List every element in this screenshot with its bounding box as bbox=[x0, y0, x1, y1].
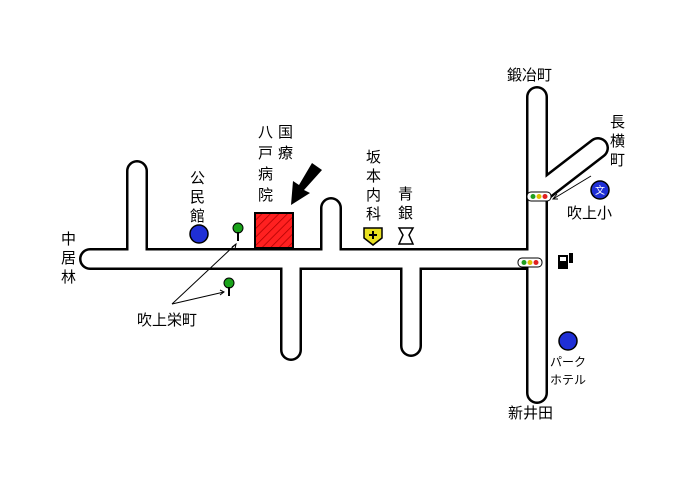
hospital-label-c3: 病 bbox=[258, 165, 273, 183]
clinic-badge-icon bbox=[363, 227, 383, 246]
hospital-label-c6: 療 bbox=[278, 144, 293, 162]
clinic-label: 坂 本 内 科 bbox=[366, 148, 381, 223]
park-hotel-label-2: ホテル bbox=[550, 373, 586, 387]
svg-text:内: 内 bbox=[366, 186, 381, 204]
svg-text:本: 本 bbox=[366, 167, 381, 185]
nakaibayashi-label: 中 居 林 bbox=[61, 230, 76, 286]
bank-label: 青 銀 bbox=[398, 185, 413, 222]
tree-icon bbox=[232, 222, 244, 241]
bank-icon bbox=[397, 227, 415, 245]
hospital-label: 八 戸 病 院 国 療 bbox=[258, 123, 293, 204]
svg-text:町: 町 bbox=[610, 151, 625, 169]
svg-text:銀: 銀 bbox=[398, 204, 413, 222]
tree-icon bbox=[223, 277, 235, 296]
traffic-signal-icon bbox=[526, 191, 552, 202]
svg-text:林: 林 bbox=[61, 268, 76, 286]
school-symbol: 文 bbox=[595, 184, 605, 197]
svg-text:中: 中 bbox=[61, 230, 76, 248]
arrow-pointer-icon bbox=[291, 163, 322, 205]
hospital-label-c4: 院 bbox=[258, 186, 273, 204]
kominkan-marker bbox=[189, 224, 209, 244]
svg-text:長: 長 bbox=[610, 113, 625, 131]
hospital-label-c1: 八 bbox=[258, 123, 273, 141]
fukiage-sho-label: 吹上小 bbox=[567, 204, 612, 222]
svg-text:青: 青 bbox=[398, 185, 413, 203]
svg-text:居: 居 bbox=[61, 249, 76, 267]
nagayokocho-label: 長 横 町 bbox=[610, 113, 625, 169]
hospital-label-c5: 国 bbox=[278, 123, 293, 141]
road-network bbox=[79, 86, 609, 404]
shinida-label: 新井田 bbox=[508, 404, 553, 422]
hotel-marker bbox=[558, 331, 578, 351]
svg-text:館: 館 bbox=[190, 207, 205, 225]
fukiage-sakae-pointers bbox=[171, 242, 237, 305]
park-hotel-label-1: パーク bbox=[550, 355, 586, 369]
svg-text:横: 横 bbox=[610, 132, 625, 150]
fukiage-sakae-label: 吹上栄町 bbox=[137, 311, 197, 329]
svg-text:科: 科 bbox=[366, 205, 381, 223]
gas-station-icon bbox=[558, 253, 573, 269]
hospital-label-c2: 戸 bbox=[258, 144, 273, 162]
traffic-signal-icon bbox=[517, 257, 543, 268]
school-pointer bbox=[551, 175, 592, 200]
svg-text:坂: 坂 bbox=[366, 148, 381, 166]
hospital-building bbox=[254, 212, 294, 249]
school-marker: 文 bbox=[590, 180, 610, 200]
svg-text:民: 民 bbox=[190, 188, 205, 206]
kominkan-label: 公 民 館 bbox=[190, 169, 205, 225]
svg-text:公: 公 bbox=[190, 169, 205, 187]
kajicho-label: 鍛冶町 bbox=[507, 66, 552, 84]
